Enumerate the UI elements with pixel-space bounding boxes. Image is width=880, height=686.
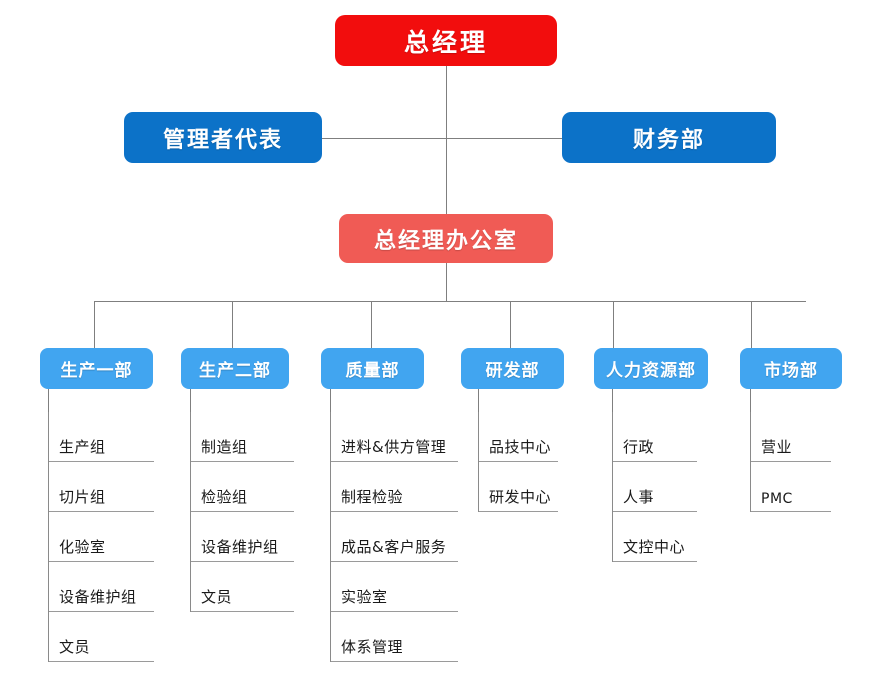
node-department-marketing[interactable]: 市场部 [740, 348, 842, 389]
list-item[interactable]: 切片组 [49, 462, 154, 512]
list-item[interactable]: 制造组 [191, 412, 294, 462]
list-item[interactable]: 营业 [751, 412, 831, 462]
subcolumn-quality: 进料&供方管理 制程检验 成品&客户服务 实验室 体系管理 [330, 412, 458, 662]
connector-drop-dept-4 [510, 301, 511, 348]
node-general-manager-label: 总经理 [403, 27, 488, 57]
connector-drop-dept-3 [371, 301, 372, 348]
node-department-rnd-label: 研发部 [485, 361, 540, 381]
connector-drop-dept-2 [232, 301, 233, 348]
connector-drop-dept-5 [613, 301, 614, 348]
subcolumn-production-2: 制造组 检验组 设备维护组 文员 [190, 412, 294, 612]
list-item[interactable]: 化验室 [49, 512, 154, 562]
connector-trunk-vertical [446, 66, 447, 214]
connector-drop-dept-1 [94, 301, 95, 348]
list-item[interactable]: 品技中心 [479, 412, 558, 462]
list-item[interactable]: 检验组 [191, 462, 294, 512]
connector-stub-dept-4 [478, 389, 479, 413]
list-item[interactable]: 文控中心 [613, 512, 697, 562]
node-department-production-2-label: 生产二部 [199, 361, 271, 381]
subcolumn-production-1: 生产组 切片组 化验室 设备维护组 文员 [48, 412, 154, 662]
node-department-rnd[interactable]: 研发部 [461, 348, 564, 389]
node-department-quality[interactable]: 质量部 [321, 348, 424, 389]
connector-drop-dept-6 [751, 301, 752, 348]
node-management-representative-label: 管理者代表 [162, 127, 283, 153]
list-item[interactable]: 进料&供方管理 [331, 412, 458, 462]
subcolumn-marketing: 营业 PMC [750, 412, 831, 512]
list-item[interactable]: 体系管理 [331, 612, 458, 662]
list-item[interactable]: 设备维护组 [49, 562, 154, 612]
node-finance-department[interactable]: 财务部 [562, 112, 776, 163]
node-management-representative[interactable]: 管理者代表 [124, 112, 322, 163]
connector-stub-dept-3 [330, 389, 331, 413]
list-item[interactable]: 成品&客户服务 [331, 512, 458, 562]
node-department-production-1[interactable]: 生产一部 [40, 348, 153, 389]
connector-distribution-bar [94, 301, 806, 302]
node-general-manager[interactable]: 总经理 [335, 15, 557, 66]
connector-stub-dept-5 [612, 389, 613, 413]
list-item[interactable]: 人事 [613, 462, 697, 512]
list-item[interactable]: 行政 [613, 412, 697, 462]
node-department-production-1-label: 生产一部 [60, 361, 133, 381]
list-item[interactable]: 生产组 [49, 412, 154, 462]
node-department-marketing-label: 市场部 [764, 361, 818, 381]
connector-stub-dept-1 [48, 389, 49, 413]
list-item[interactable]: 文员 [49, 612, 154, 662]
list-item[interactable]: PMC [751, 462, 831, 512]
list-item[interactable]: 实验室 [331, 562, 458, 612]
connector-stub-dept-2 [190, 389, 191, 413]
node-department-production-2[interactable]: 生产二部 [181, 348, 289, 389]
node-department-quality-label: 质量部 [345, 361, 400, 381]
node-gm-office[interactable]: 总经理办公室 [339, 214, 553, 263]
connector-stub-dept-6 [750, 389, 751, 413]
node-finance-department-label: 财务部 [632, 127, 705, 153]
list-item[interactable]: 文员 [191, 562, 294, 612]
node-department-hr-label: 人力资源部 [606, 361, 696, 381]
list-item[interactable]: 设备维护组 [191, 512, 294, 562]
subcolumn-hr: 行政 人事 文控中心 [612, 412, 697, 562]
list-item[interactable]: 制程检验 [331, 462, 458, 512]
node-gm-office-label: 总经理办公室 [373, 228, 518, 254]
node-department-hr[interactable]: 人力资源部 [594, 348, 708, 389]
connector-staff-horizontal [322, 138, 562, 139]
subcolumn-rnd: 品技中心 研发中心 [478, 412, 558, 512]
list-item[interactable]: 研发中心 [479, 462, 558, 512]
connector-office-drop [446, 263, 447, 302]
